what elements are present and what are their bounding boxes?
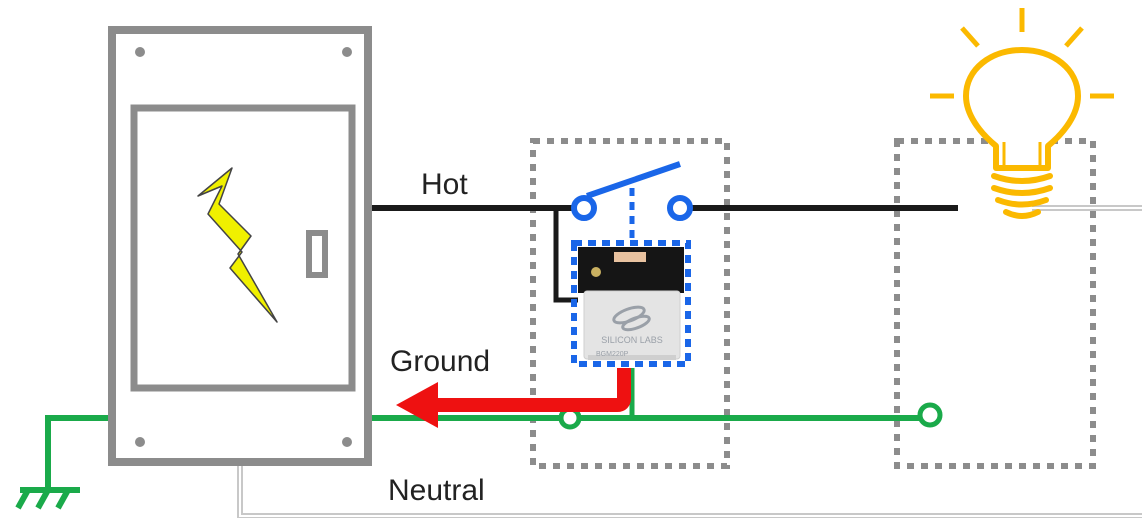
panel-screw	[342, 437, 352, 447]
panel-screw	[135, 47, 145, 57]
lightning-icon	[197, 167, 278, 323]
bulb-glass	[963, 47, 1081, 171]
bulb-ray	[1064, 26, 1084, 48]
ground-current-arrow	[396, 368, 631, 428]
module-outline	[571, 240, 691, 367]
bulb-base	[991, 173, 1053, 184]
neutral-label: Neutral	[388, 474, 485, 507]
switch-terminal-right	[667, 195, 693, 221]
ground-label: Ground	[390, 345, 490, 378]
hot-label: Hot	[421, 168, 468, 201]
silicon-labs-logo-icon	[612, 305, 651, 332]
switch-lever	[586, 161, 681, 199]
switch-junction-box	[530, 138, 730, 469]
panel-screw	[342, 47, 352, 57]
module-mount-hole	[591, 267, 601, 277]
ground-terminal-light	[917, 402, 943, 428]
module-model: BGM220P	[596, 351, 629, 358]
smart-switch	[571, 161, 693, 244]
hot-wire	[370, 205, 958, 303]
switch-terminal-left	[571, 195, 597, 221]
wireless-module: SILICON LABS BGM220P	[571, 240, 691, 367]
ground-wire	[45, 368, 943, 490]
electrical-panel	[108, 26, 372, 466]
light-bulb-icon	[930, 8, 1114, 219]
panel-door-handle	[306, 230, 328, 278]
module-brand: SILICON LABS	[601, 335, 663, 345]
earth-ground-icon	[15, 487, 80, 510]
module-connector	[614, 252, 646, 262]
bulb-ray	[960, 26, 980, 48]
panel-screw	[135, 437, 145, 447]
neutral-wire	[237, 205, 1142, 518]
module-shield	[583, 290, 681, 360]
